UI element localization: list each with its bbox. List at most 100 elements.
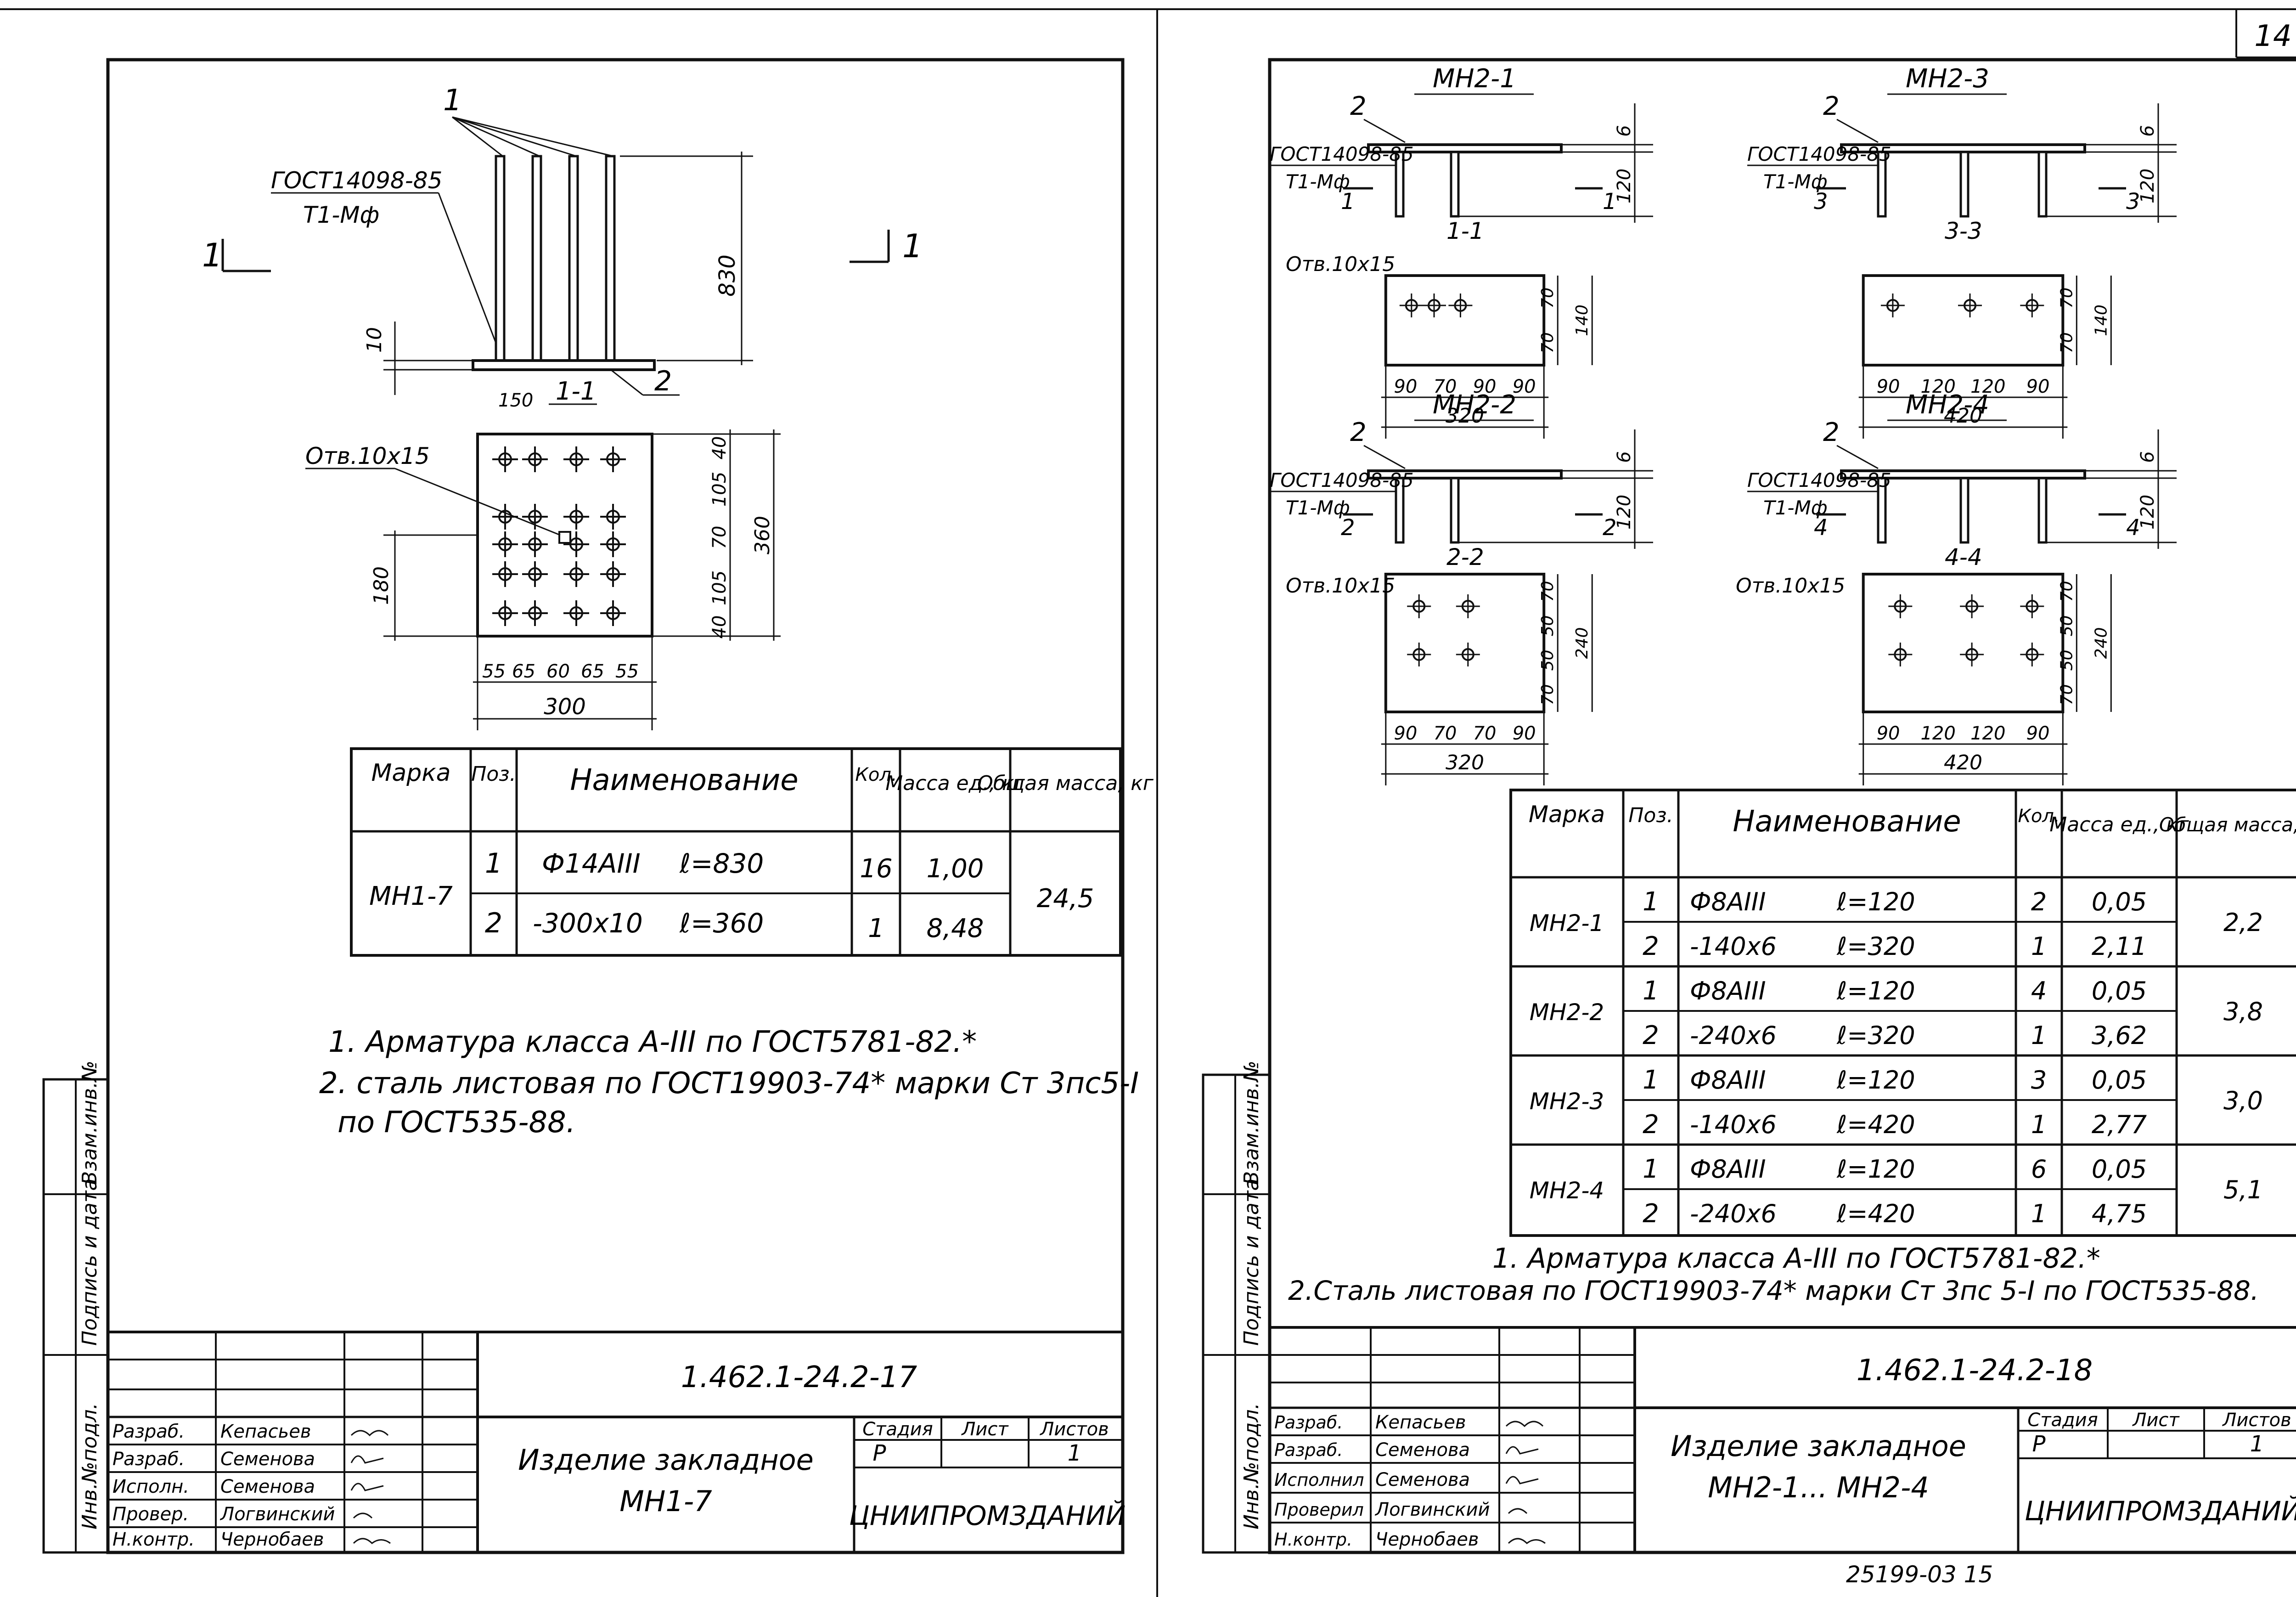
dim-bottom: 90 (1877, 376, 1900, 397)
dim-width: 320 (1446, 404, 1484, 428)
name-1-left: Семенова (220, 1449, 315, 1470)
pos2-label: 2 (1350, 91, 1367, 121)
spec-pos: 1 (1643, 887, 1659, 917)
dim-height: 120 (1614, 169, 1635, 203)
section-mark-left: 1 (202, 237, 223, 274)
plate-plan (1384, 573, 1546, 713)
role-4-left: Н.контр. (113, 1529, 195, 1550)
spec-mass: 4,75 (2092, 1199, 2147, 1228)
spec-qty: 3 (2031, 1066, 2047, 1095)
sheets-left: 1 (1068, 1440, 1082, 1466)
spec-name: -140х6 (1690, 1110, 1777, 1139)
dim-bottom: 90 (1473, 376, 1497, 397)
corner-page-box: 14 (2235, 9, 2296, 58)
spec-mass: 0,05 (2092, 1066, 2147, 1095)
section-title: 3-3 (1945, 218, 1982, 244)
role-2-left: Исполн. (113, 1476, 189, 1497)
spec-mark: МН2-2 (1530, 999, 1604, 1026)
gost-weld-label: ГОСТ14098-85 (271, 167, 442, 194)
dim-side: 70 (2057, 332, 2076, 353)
dim-bottom: 90 (1394, 376, 1417, 397)
role-1-left: Разраб. (113, 1449, 185, 1470)
section-title-1-1: 1-1 (556, 377, 596, 406)
bar-section (1450, 477, 1460, 544)
spec-pos: 2 (1643, 1110, 1659, 1140)
plate-plan (1862, 573, 2065, 713)
note-1-r: 1. Арматура класса А-III по ГОСТ5781-82.… (1492, 1242, 2100, 1275)
org-left: ЦНИИПРОМЗДАНИЙ (849, 1500, 1125, 1531)
sheet-label-right: Лист (2132, 1410, 2180, 1431)
leader (1363, 119, 1406, 143)
left-elevation-view: 1 ГОСТ14098-85 Т1-Мф 830 10 2 1 1 (202, 84, 923, 397)
right-notes: 1. Арматура класса А-III по ГОСТ5781-82.… (1288, 1242, 2259, 1306)
dim-thickness: 6 (2137, 125, 2158, 136)
spec-mass: 3,62 (2092, 1021, 2147, 1050)
spec-name: Ф8АIII (1690, 1155, 1766, 1184)
plate-plan (1862, 274, 2065, 367)
spec-qty: 6 (2031, 1155, 2047, 1184)
row-total: 24,5 (1037, 884, 1094, 914)
dim-width: 320 (1446, 751, 1484, 774)
spec-qty: 4 (2031, 976, 2047, 1005)
dim-360: 360 (751, 516, 774, 554)
dim-bottom-3: 65 (581, 661, 604, 682)
dim-bottom: 70 (1433, 723, 1457, 744)
dim-10: 10 (363, 327, 386, 353)
title-line1-right: Изделие закладное (1671, 1429, 1966, 1463)
note-1: 1. Арматура класса А-III по ГОСТ5781-82.… (328, 1025, 977, 1059)
row-mark: МН1-7 (369, 881, 453, 911)
bar-section (1959, 477, 1970, 544)
bar-section (1450, 151, 1460, 218)
dim-bottom: 120 (1920, 376, 1955, 397)
bar-section (1877, 477, 1887, 544)
section-number: 1 (1341, 189, 1355, 214)
signatures-right (1505, 1421, 1546, 1544)
dim-bottom: 90 (2026, 723, 2050, 744)
spec-pos: 1 (1643, 976, 1659, 1006)
role-0-right: Разраб. (1274, 1412, 1343, 1433)
right-side-stamp: Инв.№подл. Подпись и дата Взам.инв.№ (1202, 1061, 1271, 1554)
name-4-right: Чернобаев (1375, 1529, 1479, 1550)
bar-section (2037, 151, 2048, 218)
spec-pos: 2 (1643, 931, 1659, 961)
spec-total: 5,1 (2223, 1175, 2263, 1204)
bar-section (1877, 151, 1887, 218)
dim-side: 50 (1538, 650, 1557, 671)
pos2-label: 2 (1823, 418, 1840, 447)
view-mark: МН2-4 (1906, 390, 1989, 420)
bar-section (1395, 477, 1405, 544)
dim-side: 140 (2092, 305, 2110, 336)
org-right: ЦНИИПРОМЗДАНИЙ (2025, 1495, 2296, 1527)
spec-length: ℓ=120 (1836, 887, 1915, 916)
plate-section (1367, 143, 1563, 153)
th-mark: Марка (371, 759, 450, 787)
th-qty-r: Кол. (2018, 806, 2060, 827)
spec-pos: 1 (1643, 1065, 1659, 1095)
dim-side: 70 (2057, 684, 2076, 705)
sheets-right: 1 (2250, 1431, 2264, 1457)
doc-code-left: 1.462.1-24.2-17 (681, 1360, 917, 1394)
spec-name: -140х6 (1690, 932, 1777, 961)
spec-mark: МН2-4 (1530, 1177, 1604, 1204)
dim-830: 830 (715, 254, 740, 297)
dim-bottom-0: 55 (482, 661, 506, 682)
dim-side: 240 (2092, 627, 2110, 659)
spec-length: ℓ=320 (1836, 932, 1915, 961)
role-0-left: Разраб. (113, 1421, 185, 1442)
role-1-right: Разраб. (1274, 1440, 1343, 1460)
th-mass-unit-r: Масса ед., кг (2049, 813, 2189, 836)
spec-total: 3,8 (2223, 997, 2263, 1026)
dim-150: 150 (498, 390, 533, 411)
dim-right-2: 70 (709, 526, 730, 549)
name-3-right: Логвинский (1374, 1499, 1490, 1520)
row-pos-2: 2 (485, 907, 502, 939)
side-stamp-inv: Инв.№подл. (78, 1403, 101, 1529)
row-qty-1: 16 (860, 854, 892, 884)
weld-type: Т1-Мф (1286, 497, 1350, 519)
sheet-label-left: Лист (961, 1419, 1009, 1440)
dim-bottom: 90 (1877, 723, 1900, 744)
dim-bottom: 90 (1513, 376, 1536, 397)
th-qty: Кол. (855, 764, 897, 785)
